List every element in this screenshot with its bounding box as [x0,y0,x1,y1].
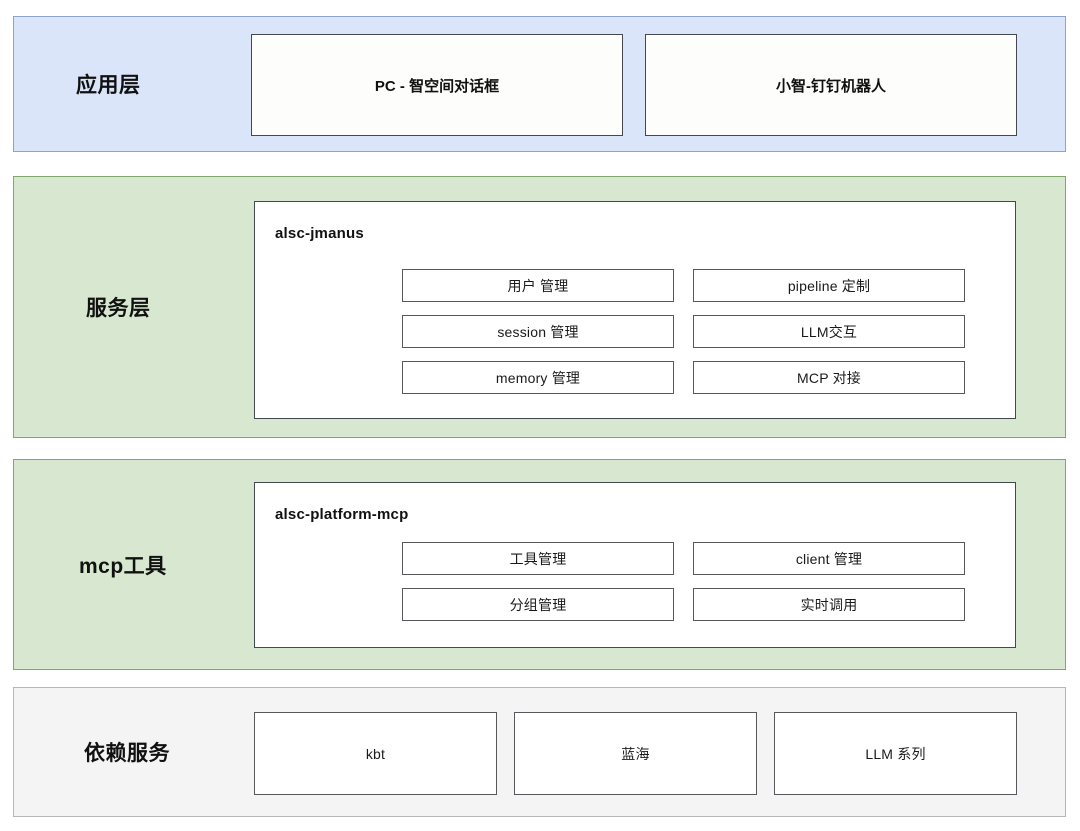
service-cell-memory-management[interactable]: memory 管理 [402,361,674,394]
mcp-cell-group-management[interactable]: 分组管理 [402,588,674,621]
module-title-alsc-platform-mcp: alsc-platform-mcp [275,506,409,523]
layer-dependency-services: 依赖服务 kbt 蓝海 LLM 系列 [13,687,1066,817]
layer-label-service: 服务层 [86,297,151,320]
service-cell-mcp-integration[interactable]: MCP 对接 [693,361,965,394]
app-card-pc-chat[interactable]: PC - 智空间对话框 [251,34,623,136]
service-cell-llm-interaction[interactable]: LLM交互 [693,315,965,348]
app-card-dingtalk-bot[interactable]: 小智-钉钉机器人 [645,34,1017,136]
mcp-feature-grid: 工具管理 client 管理 分组管理 实时调用 [402,542,965,621]
module-alsc-jmanus: alsc-jmanus 用户 管理 pipeline 定制 session 管理… [254,201,1016,419]
module-title-alsc-jmanus: alsc-jmanus [275,225,364,242]
mcp-cell-client-management[interactable]: client 管理 [693,542,965,575]
layer-label-application: 应用层 [76,74,141,97]
mcp-cell-tool-management[interactable]: 工具管理 [402,542,674,575]
layer-label-mcp-tools: mcp工具 [79,554,167,578]
service-feature-grid: 用户 管理 pipeline 定制 session 管理 LLM交互 memor… [402,269,965,394]
module-alsc-platform-mcp: alsc-platform-mcp 工具管理 client 管理 分组管理 实时… [254,482,1016,648]
dependency-card-llm-series[interactable]: LLM 系列 [774,712,1017,795]
service-cell-pipeline-customization[interactable]: pipeline 定制 [693,269,965,302]
layer-label-dependency-services: 依赖服务 [84,742,170,765]
service-cell-session-management[interactable]: session 管理 [402,315,674,348]
dependency-card-kbt[interactable]: kbt [254,712,497,795]
layer-application: 应用层 PC - 智空间对话框 小智-钉钉机器人 [13,16,1066,152]
service-cell-user-management[interactable]: 用户 管理 [402,269,674,302]
layer-service: 服务层 alsc-jmanus 用户 管理 pipeline 定制 sessio… [13,176,1066,438]
dependency-card-lanhai[interactable]: 蓝海 [514,712,757,795]
layer-mcp-tools: mcp工具 alsc-platform-mcp 工具管理 client 管理 分… [13,459,1066,670]
mcp-cell-realtime-invocation[interactable]: 实时调用 [693,588,965,621]
